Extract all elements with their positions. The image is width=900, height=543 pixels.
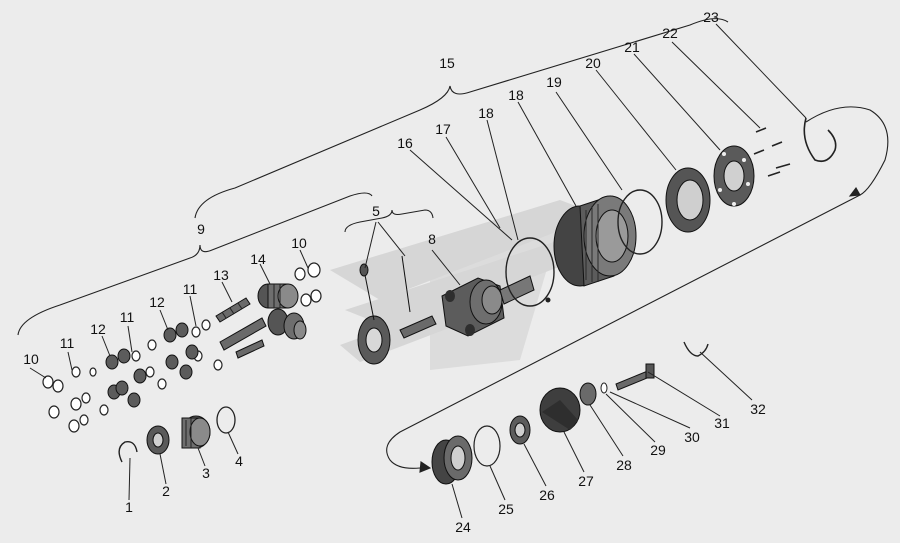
callout-25: 25 xyxy=(498,501,514,517)
callout-22: 22 xyxy=(662,25,678,41)
callout-10-left: 10 xyxy=(23,351,39,367)
lower-parts xyxy=(431,341,709,485)
part-25-ring xyxy=(473,425,501,467)
callout-15: 15 xyxy=(439,55,455,71)
part-28-washer xyxy=(579,382,597,406)
brace-5 xyxy=(344,209,434,233)
callout-27: 27 xyxy=(578,473,594,489)
callout-20: 20 xyxy=(585,55,601,71)
left-small-parts xyxy=(42,262,322,463)
callout-29: 29 xyxy=(650,442,666,458)
callout-2: 2 xyxy=(162,483,170,499)
assembly-arrow xyxy=(386,106,889,473)
part-23-hook xyxy=(803,117,837,163)
part-31-bolt xyxy=(615,363,655,391)
callout-19: 18 xyxy=(508,87,524,103)
leader-lines xyxy=(29,23,807,519)
part-5-group xyxy=(357,255,437,365)
callout-5: 5 xyxy=(372,203,380,219)
part-8-carrier xyxy=(441,275,535,337)
part-26-nut xyxy=(509,415,531,445)
part-20-ring xyxy=(665,167,711,233)
part-14-gear xyxy=(257,283,299,309)
part-32-pin xyxy=(683,341,709,357)
callout-32: 32 xyxy=(750,401,766,417)
callout-11-left: 11 xyxy=(60,335,75,351)
callout-24: 24 xyxy=(455,519,471,535)
callout-23: 23 xyxy=(703,9,719,25)
callout-16: 16 xyxy=(397,135,413,151)
part-24-seal xyxy=(431,435,473,485)
part-27-yoke xyxy=(539,387,581,433)
part-16-ring xyxy=(505,237,555,307)
group-braces xyxy=(17,18,729,336)
callout-8: 8 xyxy=(428,231,436,247)
part-21-plate xyxy=(713,145,755,207)
center-assembly xyxy=(357,117,837,365)
brace-15 xyxy=(194,18,729,219)
callout-1: 1 xyxy=(125,499,133,515)
callout-13: 13 xyxy=(213,267,229,283)
callout-11-right: 11 xyxy=(183,281,198,297)
callout-14: 14 xyxy=(250,251,266,267)
callout-18-right: 19 xyxy=(546,74,562,90)
callout-21: 21 xyxy=(624,39,640,55)
callout-12-right: 12 xyxy=(149,294,165,310)
callout-4: 4 xyxy=(235,453,243,469)
callout-30: 30 xyxy=(684,429,700,445)
callout-18-left: 18 xyxy=(478,105,494,121)
part-3-roller-bearing xyxy=(181,415,211,449)
callout-labels: 1 2 3 4 5 8 9 10 10 11 11 11 12 12 13 14… xyxy=(23,9,766,535)
callout-10-right: 10 xyxy=(291,235,307,251)
part-4-ring xyxy=(216,406,236,434)
callout-17: 17 xyxy=(435,121,451,137)
callout-3: 3 xyxy=(202,465,210,481)
callout-12-left: 12 xyxy=(90,321,106,337)
part-19-drum xyxy=(553,195,637,287)
callout-26: 26 xyxy=(539,487,555,503)
brace-9 xyxy=(17,192,373,336)
part-18-snap-ring xyxy=(617,189,663,255)
part-29-washer xyxy=(600,382,608,394)
callout-9: 9 xyxy=(197,221,205,237)
part-22-bolts xyxy=(753,127,791,177)
callout-31: 31 xyxy=(714,415,730,431)
callout-11-mid: 11 xyxy=(120,309,135,325)
callout-28: 28 xyxy=(616,457,632,473)
part-13-shaft xyxy=(215,297,251,323)
part-1-snap-ring xyxy=(118,441,138,463)
